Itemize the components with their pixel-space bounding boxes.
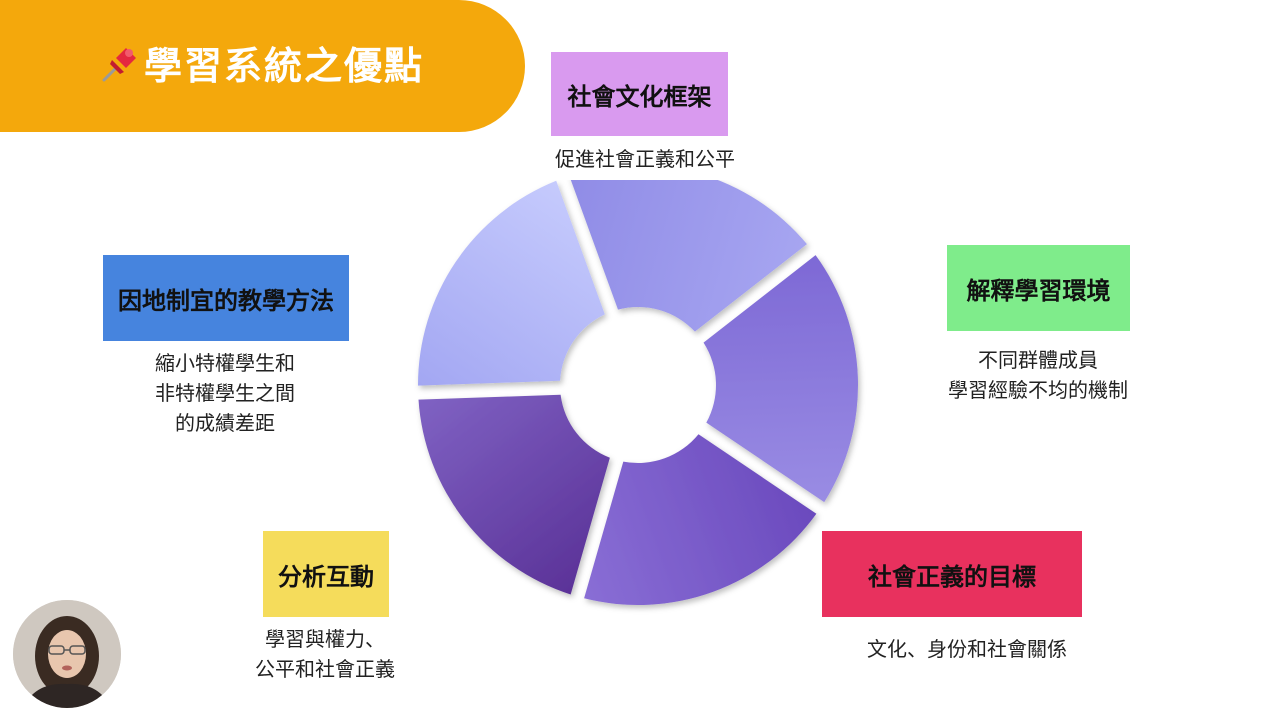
segment-bottom-left	[418, 394, 610, 595]
desc-line: 的成績差距	[175, 411, 275, 435]
label-explain-learning-environment-text: 解釋學習環境	[966, 276, 1111, 305]
segment-bottom-right	[584, 434, 817, 605]
label-analyze-interaction-text: 分析互動	[278, 562, 374, 591]
desc-line: 縮小特權學生和	[155, 351, 295, 375]
label-social-justice-goal: 社會正義的目標	[822, 531, 1082, 617]
segment-right	[703, 255, 858, 503]
label-analyze-interaction: 分析互動	[263, 531, 389, 617]
desc-line: 非特權學生之間	[155, 381, 295, 405]
desc-line: 促進社會正義和公平	[555, 147, 735, 171]
desc-explain-learning-environment: 不同群體成員 學習經驗不均的機制	[900, 345, 1176, 405]
cycle-wheel	[418, 180, 858, 605]
desc-sociocultural-framework: 促進社會正義和公平	[500, 144, 790, 174]
desc-analyze-interaction: 學習與權力、 公平和社會正義	[210, 624, 440, 684]
page-title: 學習系統之優點	[144, 44, 425, 88]
label-adaptive-teaching: 因地制宜的教學方法	[103, 255, 349, 341]
label-adaptive-teaching-text: 因地制宜的教學方法	[118, 286, 334, 315]
desc-line: 學習與權力、	[265, 627, 385, 651]
desc-line: 學習經驗不均的機制	[948, 378, 1128, 402]
desc-adaptive-teaching: 縮小特權學生和 非特權學生之間 的成績差距	[90, 348, 360, 438]
label-sociocultural-framework-text: 社會文化框架	[567, 82, 712, 111]
desc-line: 公平和社會正義	[255, 657, 395, 681]
label-sociocultural-framework: 社會文化框架	[551, 52, 728, 136]
segment-top	[570, 180, 807, 332]
pushpin-icon	[102, 48, 136, 82]
desc-line: 不同群體成員	[978, 348, 1098, 372]
title-banner: 學習系統之優點	[0, 0, 525, 132]
segment-left	[418, 180, 605, 386]
label-explain-learning-environment: 解釋學習環境	[947, 245, 1130, 331]
desc-line: 文化、身份和社會關係	[867, 637, 1067, 661]
presenter-avatar	[13, 600, 121, 708]
label-social-justice-goal-text: 社會正義的目標	[868, 562, 1036, 591]
desc-social-justice-goal: 文化、身份和社會關係	[822, 634, 1112, 664]
